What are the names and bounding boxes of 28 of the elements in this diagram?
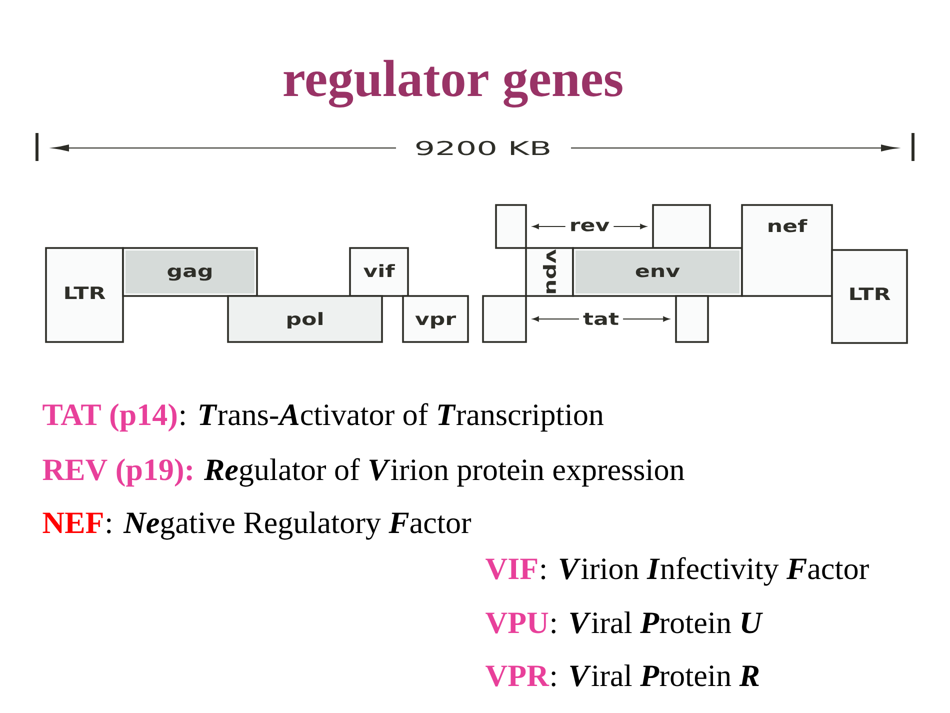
gene-box: pol: [227, 295, 383, 343]
length-label: 9200 KB: [416, 140, 550, 156]
gene-definition: : Virion Infectivity Factor: [541, 557, 869, 586]
gene-box: nef: [741, 204, 833, 297]
exon-box: [482, 295, 527, 343]
ltr-box: LTR: [45, 247, 124, 343]
gene-definition: : Trans-Activator of Transcription: [180, 403, 604, 432]
gene-box: vif: [349, 247, 409, 297]
gene-box: gag: [122, 247, 258, 297]
gene-abbreviation: TAT (p14): [42, 403, 177, 432]
edge-label: rev: [565, 220, 614, 232]
gene-definition: : Viral Protein R: [552, 664, 759, 686]
gene-abbreviation: VIF: [486, 558, 538, 580]
gene-abbreviation: VPU: [486, 612, 548, 634]
exon-box: [652, 204, 711, 249]
gene-definition: : Negative Regulatory Factor: [107, 511, 472, 540]
gene-box: vpr: [402, 295, 469, 343]
gene-abbreviation: NEF: [42, 512, 103, 533]
title: regulator genes: [284, 60, 622, 108]
gene-definition: : Viral Protein U: [552, 611, 764, 634]
exon-box: [495, 204, 527, 249]
gene-abbreviation: VPR: [486, 666, 550, 686]
gene-abbreviation: REV (p19):: [42, 458, 192, 487]
edge-label: tat: [578, 312, 624, 326]
gene-box: vpu: [525, 247, 574, 297]
ltr-box: LTR: [831, 249, 908, 344]
gene-definition: Regulator of Virion protein expression: [204, 458, 684, 487]
exon-box: [675, 295, 709, 343]
